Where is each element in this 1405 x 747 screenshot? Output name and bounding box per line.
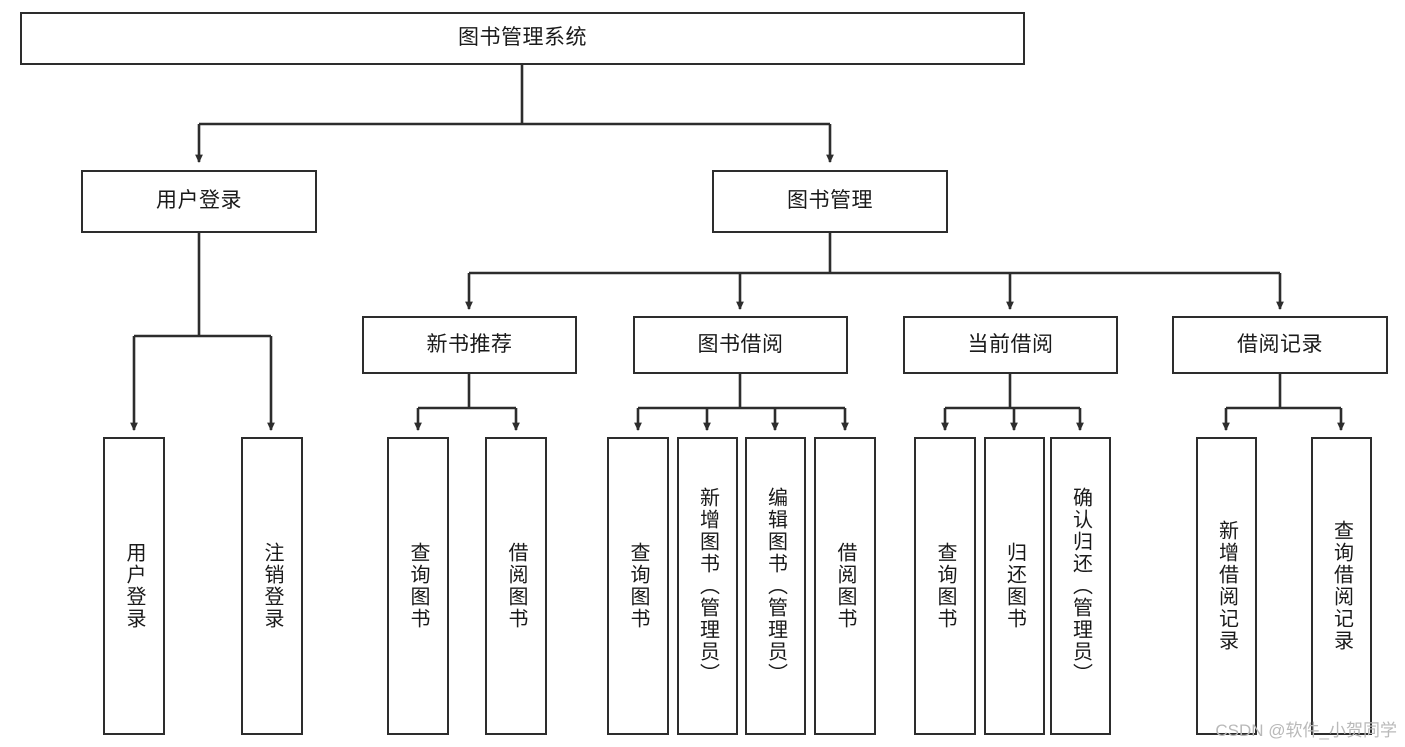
node-leaf-user-login-label: 用户登录 bbox=[123, 542, 145, 630]
node-leaf-confirm-return[interactable]: 确认归还（管理员） bbox=[1050, 437, 1111, 735]
node-leaf-add-record[interactable]: 新增借阅记录 bbox=[1196, 437, 1257, 735]
node-leaf-query-record-label: 查询借阅记录 bbox=[1330, 520, 1353, 652]
node-new-book-recommend-label: 新书推荐 bbox=[426, 332, 513, 356]
node-leaf-query-book-2[interactable]: 查询图书 bbox=[607, 437, 669, 735]
node-leaf-query-book-1[interactable]: 查询图书 bbox=[387, 437, 449, 735]
node-leaf-borrow-book-2[interactable]: 借阅图书 bbox=[814, 437, 876, 735]
node-leaf-query-book-2-label: 查询图书 bbox=[627, 542, 649, 630]
node-leaf-logout[interactable]: 注销登录 bbox=[241, 437, 303, 735]
node-leaf-query-book-3[interactable]: 查询图书 bbox=[914, 437, 976, 735]
node-new-book-recommend[interactable]: 新书推荐 bbox=[362, 316, 577, 374]
node-root-label: 图书管理系统 bbox=[458, 26, 587, 50]
node-leaf-borrow-book-1-label: 借阅图书 bbox=[505, 542, 527, 630]
node-leaf-borrow-book-1[interactable]: 借阅图书 bbox=[485, 437, 547, 735]
node-current-borrow-label: 当前借阅 bbox=[967, 332, 1054, 356]
node-leaf-user-login[interactable]: 用户登录 bbox=[103, 437, 165, 735]
node-borrow-record[interactable]: 借阅记录 bbox=[1172, 316, 1388, 374]
node-book-borrow[interactable]: 图书借阅 bbox=[633, 316, 848, 374]
node-book-borrow-label: 图书借阅 bbox=[697, 332, 784, 356]
node-leaf-return-book[interactable]: 归还图书 bbox=[984, 437, 1045, 735]
node-leaf-query-book-1-label: 查询图书 bbox=[407, 542, 429, 630]
node-leaf-query-record[interactable]: 查询借阅记录 bbox=[1311, 437, 1372, 735]
node-user-login-label: 用户登录 bbox=[156, 189, 242, 213]
node-leaf-edit-book[interactable]: 编辑图书（管理员） bbox=[745, 437, 806, 735]
node-leaf-edit-book-label: 编辑图书（管理员） bbox=[764, 487, 787, 685]
node-leaf-logout-label: 注销登录 bbox=[261, 542, 283, 630]
node-book-manage-label: 图书管理 bbox=[787, 189, 873, 213]
node-leaf-query-book-3-label: 查询图书 bbox=[934, 542, 956, 630]
node-root[interactable]: 图书管理系统 bbox=[20, 12, 1025, 65]
node-leaf-confirm-return-label: 确认归还（管理员） bbox=[1069, 487, 1092, 685]
node-book-manage[interactable]: 图书管理 bbox=[712, 170, 948, 233]
node-leaf-borrow-book-2-label: 借阅图书 bbox=[834, 542, 856, 630]
node-leaf-add-record-label: 新增借阅记录 bbox=[1215, 520, 1238, 652]
node-leaf-add-book-label: 新增图书（管理员） bbox=[696, 487, 719, 685]
node-leaf-add-book[interactable]: 新增图书（管理员） bbox=[677, 437, 738, 735]
node-leaf-return-book-label: 归还图书 bbox=[1003, 542, 1026, 630]
node-user-login[interactable]: 用户登录 bbox=[81, 170, 317, 233]
node-borrow-record-label: 借阅记录 bbox=[1237, 332, 1323, 356]
node-current-borrow[interactable]: 当前借阅 bbox=[903, 316, 1118, 374]
